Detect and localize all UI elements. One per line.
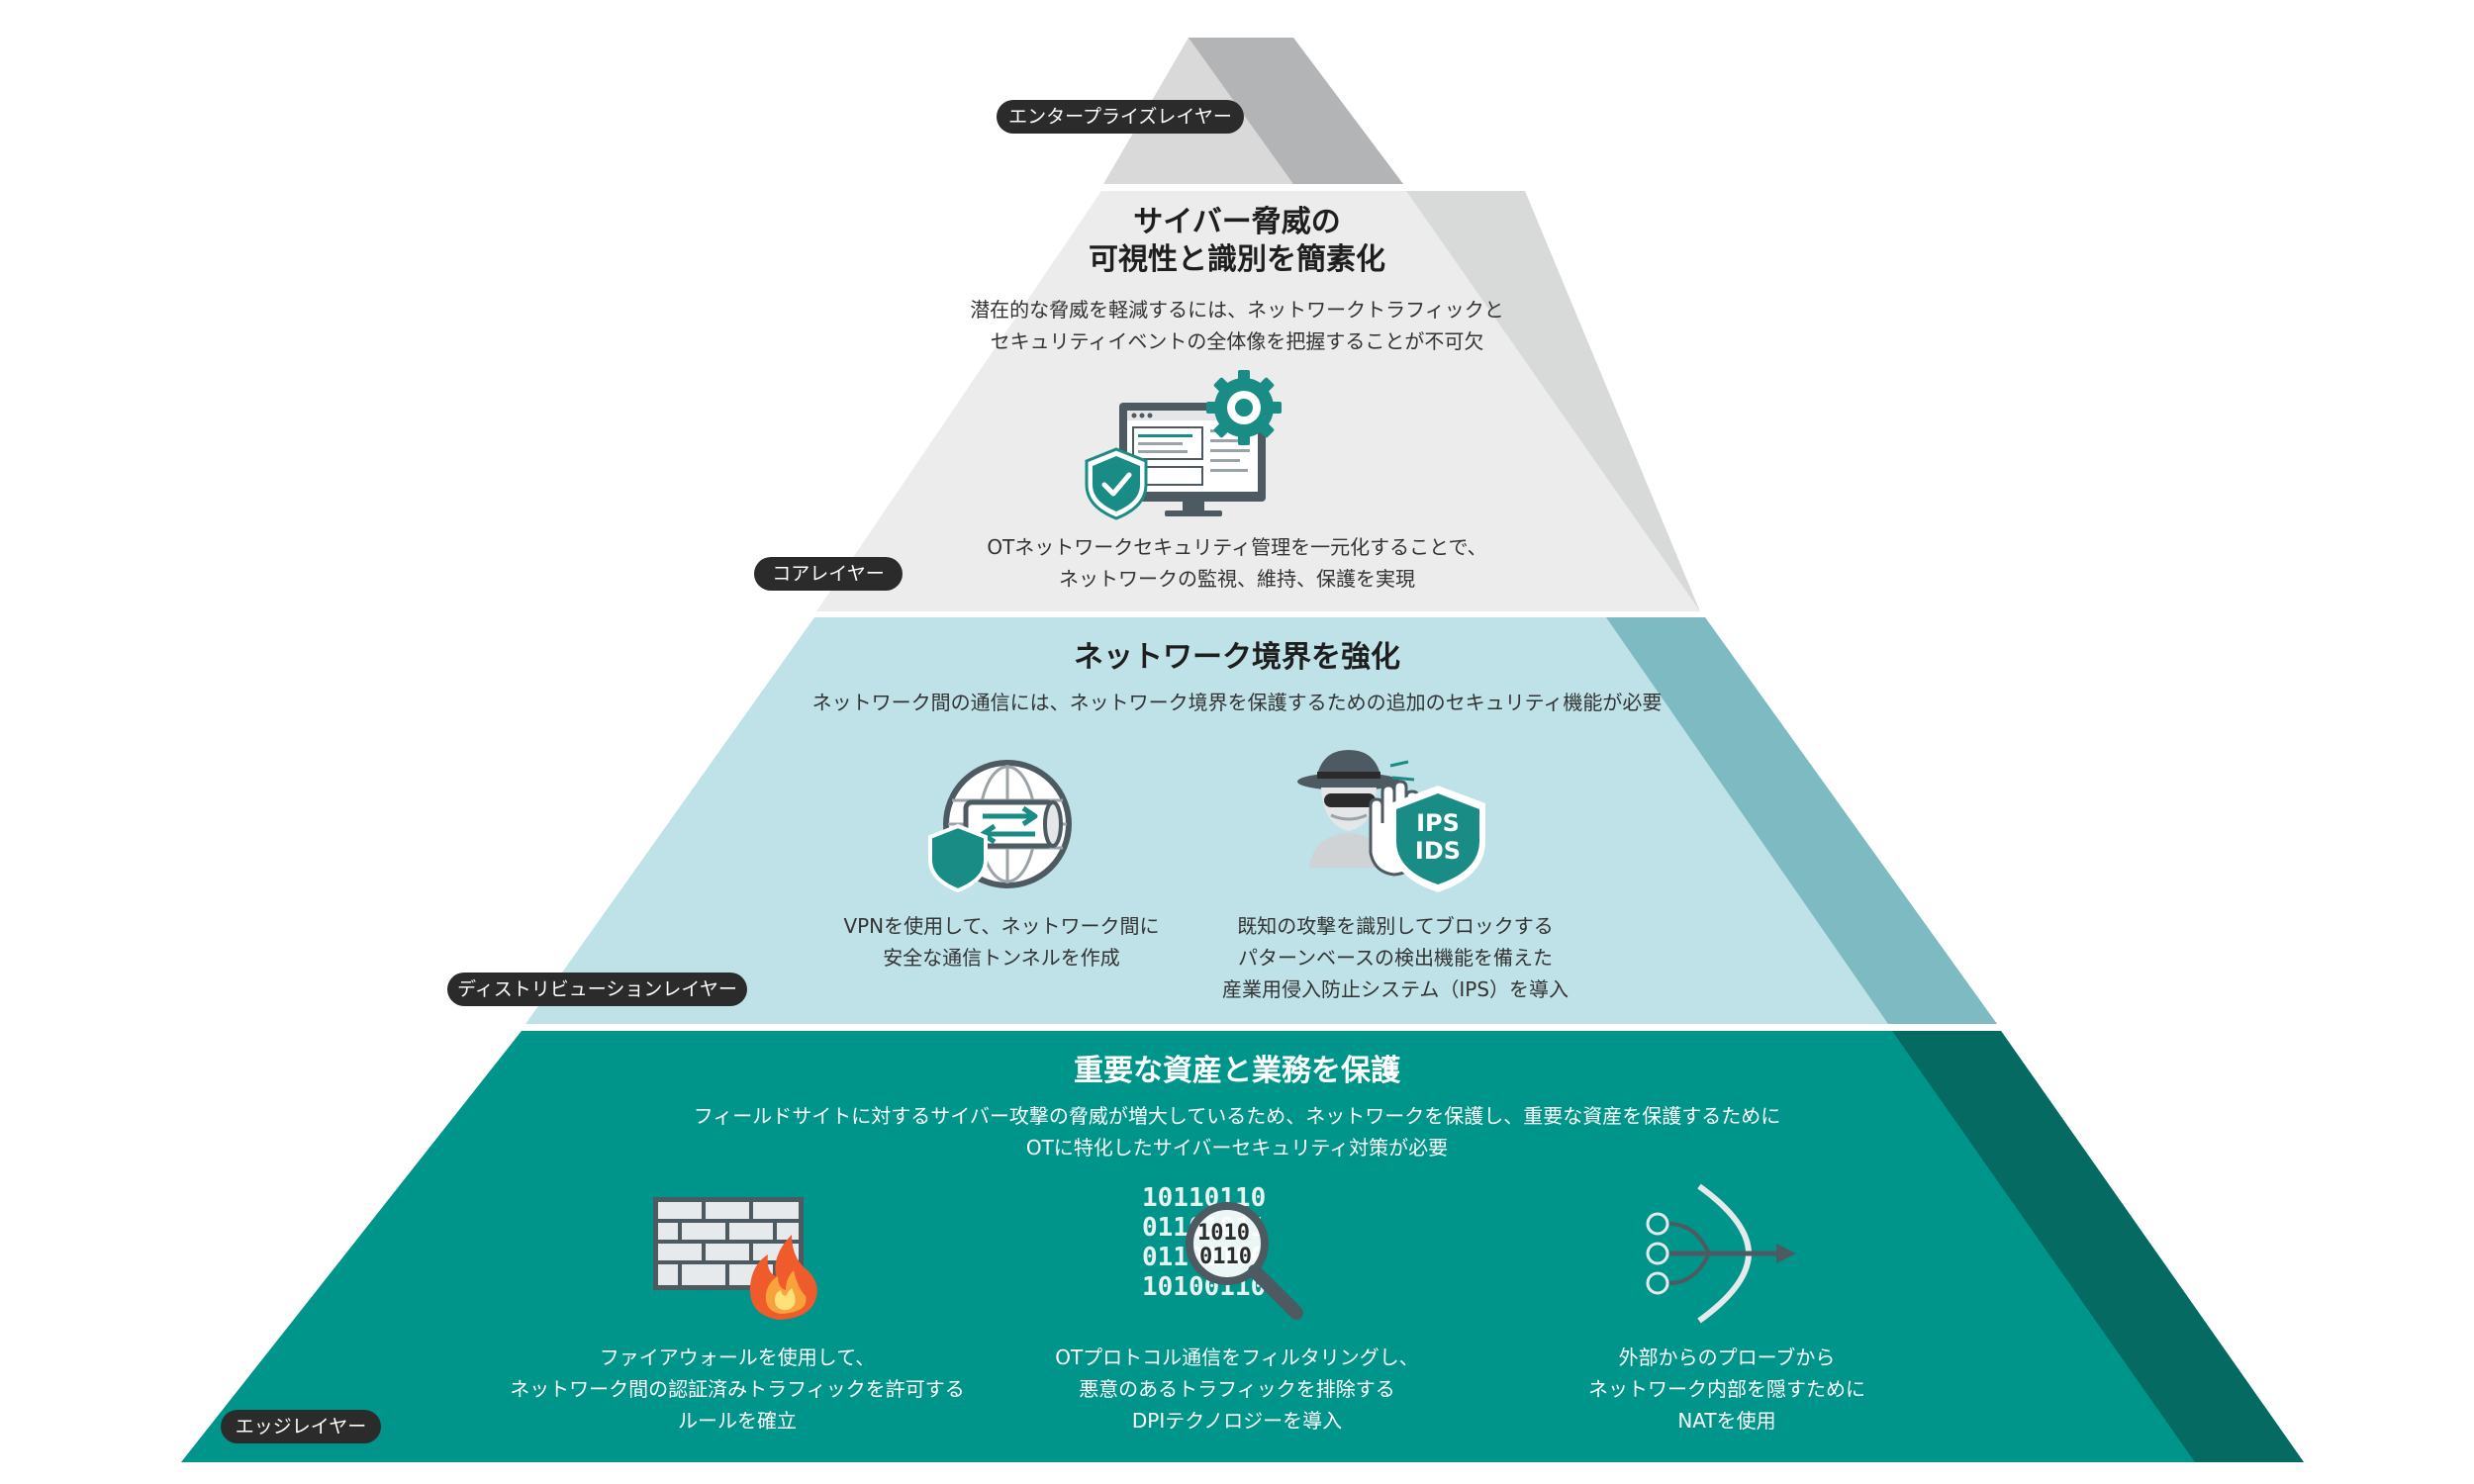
dpi-item-line: 悪意のあるトラフィックを排除する xyxy=(1079,1377,1395,1401)
edge-title: 重要な資産と業務を保護 xyxy=(1074,1054,1400,1088)
core-item-line: OTネットワークセキュリティ管理を一元化することで、 xyxy=(987,535,1487,559)
vpn-item-line: 安全な通信トンネルを作成 xyxy=(883,946,1120,970)
edge-description-line: OTに特化したサイバーセキュリティ対策が必要 xyxy=(1025,1136,1449,1159)
vpn-tunnel-globe-icon xyxy=(928,760,1072,893)
core-title-line: 可視性と識別を簡素化 xyxy=(1089,242,1385,277)
firewall-item-line: ファイアウォールを使用して、 xyxy=(599,1345,876,1369)
svg-text:0110: 0110 xyxy=(1199,1245,1252,1269)
edge-layer-label: エッジレイヤー xyxy=(221,1410,381,1443)
distribution-item-vpn-text: VPNを使用して、ネットワーク間に 安全な通信トンネルを作成 xyxy=(804,910,1199,974)
nat-item-line: NATを使用 xyxy=(1677,1409,1776,1433)
ips-item-line: 産業用侵入防止システム（IPS）を導入 xyxy=(1221,977,1570,1001)
ips-item-line: 既知の攻撃を識別してブロックする xyxy=(1237,914,1554,938)
firewall-item-line: ルールを確立 xyxy=(678,1409,797,1433)
core-description: 潜在的な脅威を軽減するには、ネットワークトラフィックと セキュリティイベントの全… xyxy=(792,294,1682,357)
core-layer-side xyxy=(1406,191,1700,611)
nat-item-line: ネットワーク内部を隠すために xyxy=(1588,1377,1865,1401)
core-title: サイバー脅威の 可視性と識別を簡素化 xyxy=(891,204,1583,279)
distribution-description: ネットワーク間の通信には、ネットワーク境界を保護するための追加のセキュリティ機能… xyxy=(811,691,1663,714)
core-description-line: セキュリティイベントの全体像を把握することが不可欠 xyxy=(990,329,1484,353)
ips-item-line: パターンベースの検出機能を備えた xyxy=(1238,946,1553,970)
edge-description-line: フィールドサイトに対するサイバー攻撃の脅威が増大しているため、ネットワークを保護… xyxy=(693,1104,1781,1128)
vpn-item-line: VPNを使用して、ネットワーク間に xyxy=(843,914,1160,938)
dpi-item-line: OTプロトコル通信をフィルタリングし、 xyxy=(1055,1345,1419,1369)
nat-item-line: 外部からのプローブから xyxy=(1618,1345,1836,1369)
distribution-layer-face xyxy=(525,617,1997,1024)
edge-item-nat-text: 外部からのプローブから ネットワーク内部を隠すために NATを使用 xyxy=(1529,1342,1925,1437)
core-title-line: サイバー脅威の xyxy=(1133,205,1341,239)
edge-description: フィールドサイトに対するサイバー攻撃の脅威が増大しているため、ネットワークを保護… xyxy=(544,1100,1930,1163)
ips-badge-text: IPS xyxy=(1416,809,1460,837)
core-layer-label: コアレイヤー xyxy=(754,557,903,591)
firewall-icon xyxy=(653,1197,817,1320)
nat-icon xyxy=(1646,1183,1796,1324)
monitor-gear-shield-icon xyxy=(1085,370,1282,520)
distribution-item-ips-text: 既知の攻撃を識別してブロックする パターンベースの検出機能を備えた 産業用侵入防… xyxy=(1173,910,1618,1005)
core-item-line: ネットワークの監視、維持、保護を実現 xyxy=(1059,567,1415,591)
svg-text:1010: 1010 xyxy=(1197,1221,1250,1246)
core-description-line: 潜在的な脅威を軽減するには、ネットワークトラフィックと xyxy=(970,298,1504,322)
enterprise-layer-label: エンタープライズレイヤー xyxy=(997,100,1244,134)
edge-item-firewall-text: ファイアウォールを使用して、 ネットワーク間の認証済みトラフィックを許可する ル… xyxy=(470,1342,1004,1437)
ips-ids-intruder-icon: IPS IDS xyxy=(1297,750,1485,892)
edge-item-dpi-text: OTプロトコル通信をフィルタリングし、 悪意のあるトラフィックを排除する DPI… xyxy=(1024,1342,1450,1437)
core-item-text: OTネットワークセキュリティ管理を一元化することで、 ネットワークの監視、維持、… xyxy=(841,531,1633,595)
distribution-title: ネットワーク境界を強化 xyxy=(1074,640,1400,675)
dpi-magnifier-icon: 10110110 01101011 01101100 10100110 1010… xyxy=(1142,1183,1303,1320)
distribution-layer-side xyxy=(1606,617,1997,1024)
edge-layer-side xyxy=(1892,1031,2304,1462)
dpi-item-line: DPIテクノロジーを導入 xyxy=(1131,1409,1343,1433)
ids-badge-text: IDS xyxy=(1415,837,1461,865)
firewall-item-line: ネットワーク間の認証済みトラフィックを許可する xyxy=(510,1377,965,1401)
enterprise-layer-side xyxy=(1189,38,1403,184)
distribution-layer-label: ディストリビューションレイヤー xyxy=(447,973,747,1006)
